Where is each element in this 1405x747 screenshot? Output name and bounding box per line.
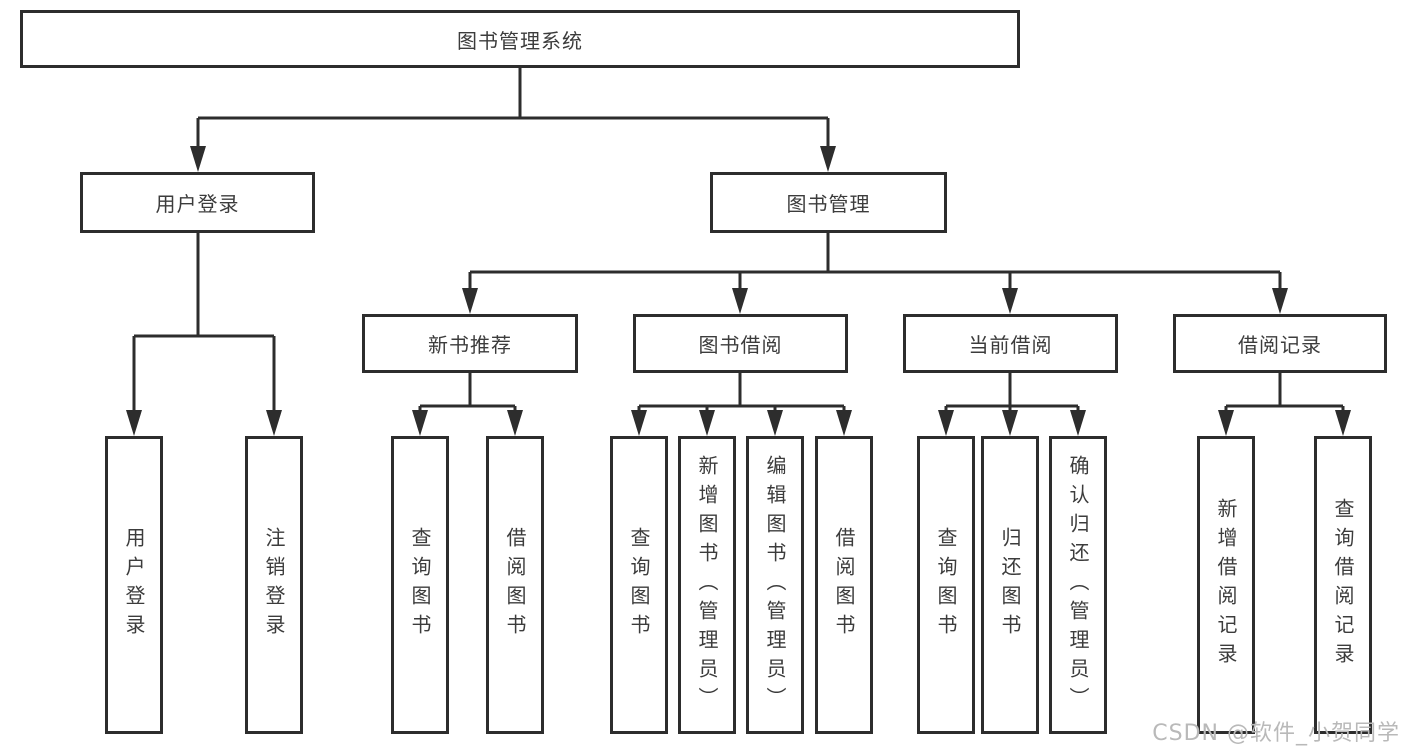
leaf-borrow-books-newbook: 借阅图书: [486, 436, 544, 734]
watermark: CSDN @软件_小贺同学: [1152, 721, 1400, 746]
node-current-borrow-label: 当前借阅: [968, 333, 1053, 357]
node-book-management-label: 图书管理: [786, 192, 871, 216]
leaf-query-borrow-record: 查询借阅记录: [1314, 436, 1372, 734]
node-new-book-recommend: 新书推荐: [362, 314, 578, 373]
leaf-confirm-return-admin: 确认归还（管理员）: [1049, 436, 1107, 734]
leaf-query-books-borrow: 查询图书: [610, 436, 668, 734]
leaf-borrow-books-borrow: 借阅图书: [815, 436, 873, 734]
leaf-query-books-newbook: 查询图书: [391, 436, 449, 734]
arrowheads: [126, 146, 1351, 436]
leaf-logout: 注销登录: [245, 436, 303, 734]
node-user-login-label: 用户登录: [155, 192, 240, 216]
node-current-borrow: 当前借阅: [903, 314, 1118, 373]
node-root: 图书管理系统: [20, 10, 1020, 68]
leaf-edit-book-admin: 编辑图书（管理员）: [746, 436, 804, 734]
leaf-add-book-admin: 新增图书（管理员）: [678, 436, 736, 734]
node-book-management: 图书管理: [710, 172, 947, 233]
node-book-borrow-label: 图书借阅: [698, 333, 783, 357]
leaf-user-login: 用户登录: [105, 436, 163, 734]
node-user-login: 用户登录: [80, 172, 315, 233]
leaf-add-borrow-record: 新增借阅记录: [1197, 436, 1255, 734]
leaf-query-books-current: 查询图书: [917, 436, 975, 734]
node-new-book-recommend-label: 新书推荐: [428, 333, 512, 357]
leaf-return-book: 归还图书: [981, 436, 1039, 734]
node-borrow-records-label: 借阅记录: [1238, 333, 1322, 357]
node-borrow-records: 借阅记录: [1173, 314, 1387, 373]
node-book-borrow: 图书借阅: [633, 314, 848, 373]
node-root-label: 图书管理系统: [457, 28, 583, 53]
